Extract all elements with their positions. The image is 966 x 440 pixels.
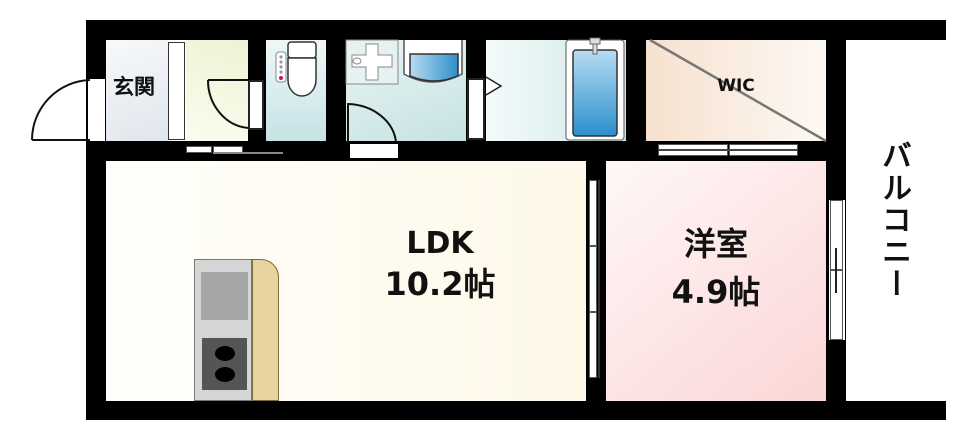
western-room-label: 洋室 [683,225,748,263]
rail [835,248,837,293]
washroom-door-opening[interactable] [350,144,398,158]
hall-door-swing-icon [206,79,249,129]
bathroom-door-arrow-icon [485,76,503,96]
front-door-opening[interactable] [88,79,105,141]
entrance-label: 玄関 [113,75,155,99]
toilet-icon [275,41,317,97]
ldk-western-sliding-door[interactable] [588,180,604,378]
western-room-size: 4.9帖 [671,273,761,311]
wic-diagonal-line [649,38,827,143]
sash [589,312,597,378]
balcony-area [846,40,946,401]
wall-top [86,20,946,40]
burner [215,367,235,382]
sink-icon [201,272,248,320]
burner [215,346,235,361]
shoe-cabinet [168,42,185,140]
rail [213,152,283,154]
washing-machine-icon [345,39,399,85]
sash [186,146,212,153]
ldk-floor [106,161,586,401]
hall-sliding-door[interactable] [186,146,284,154]
wic-label: WIC [717,76,755,96]
bathroom-door[interactable] [467,78,485,140]
wic-sliding-door[interactable] [658,144,798,157]
bathtub-icon [565,37,625,141]
hall-floor [186,40,248,141]
western-room-floor [606,161,826,401]
balcony-label: バルコニー [876,140,911,300]
front-door-swing-icon [31,79,91,141]
balcony-window[interactable] [829,200,845,340]
wall-bottom [86,401,946,420]
washroom-door-swing-icon [347,102,397,143]
wall-mid-horizontal [86,141,846,161]
wall-wic-left [626,40,646,141]
rail [658,149,798,151]
sash [589,246,597,312]
stove-icon [202,338,247,390]
ldk-label: LDK [406,226,474,261]
rail [598,180,600,378]
kitchen-unit [194,259,252,401]
entrance-floor [106,40,168,141]
toilet-door[interactable] [248,80,264,130]
sash [589,180,597,246]
washbasin-icon [403,40,463,83]
ldk-size: 10.2帖 [384,265,496,303]
wall-toilet-right [326,40,346,141]
kitchen-counter [252,259,279,401]
